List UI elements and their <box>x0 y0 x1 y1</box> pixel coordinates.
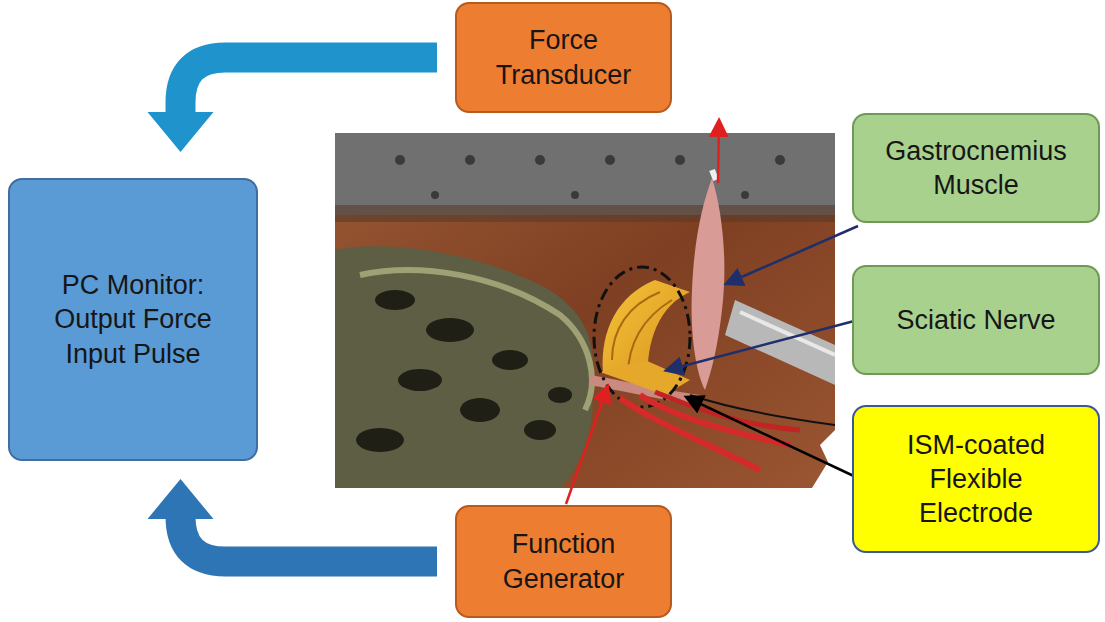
arrow-shaft <box>181 58 438 114</box>
leader-line <box>718 122 719 183</box>
label-box: Gastrocnemius Muscle <box>852 113 1100 223</box>
leader-line <box>668 320 858 370</box>
leader-line <box>728 226 858 283</box>
label-box: Function Generator <box>455 505 672 618</box>
leader-line <box>566 388 607 504</box>
arrow-shaft <box>181 517 438 562</box>
node-label: PC Monitor: Output Force Input Pulse <box>31 268 236 371</box>
flow-arrow <box>148 479 438 562</box>
leader-line <box>688 398 858 478</box>
label-box: Force Transducer <box>455 2 672 113</box>
node-label: Gastrocnemius Muscle <box>866 134 1086 203</box>
label-box: PC Monitor: Output Force Input Pulse <box>8 178 258 461</box>
label-box: ISM-coated Flexible Electrode <box>852 405 1100 553</box>
node-label: Force Transducer <box>469 23 659 92</box>
flow-arrow <box>148 58 438 153</box>
node-label: ISM-coated Flexible Electrode <box>889 428 1064 531</box>
arrow-head <box>148 112 214 152</box>
node-label: Sciatic Nerve <box>896 303 1055 337</box>
node-label: Function Generator <box>469 527 659 596</box>
label-box: Sciatic Nerve <box>852 265 1100 375</box>
arrow-head <box>148 479 214 519</box>
photo <box>335 133 835 488</box>
